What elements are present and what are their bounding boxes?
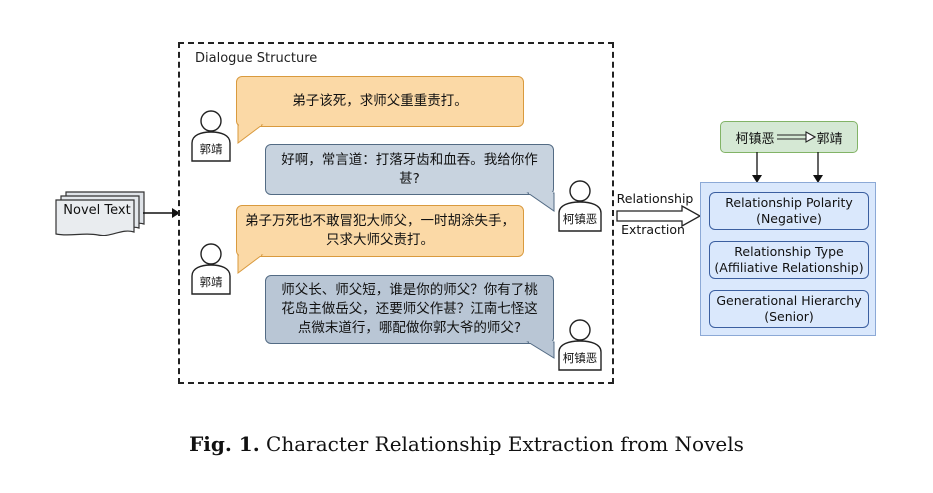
bubble-4-text: 师父长、师父短，谁是你的师父？你有了桃花岛主做岳父，还要师父作甚？江南七怪这点微… — [281, 282, 538, 336]
relationship-polarity-box: Relationship Polarity (Negative) — [709, 192, 869, 230]
dialogue-structure-title: Dialogue Structure — [195, 51, 318, 66]
dialogue-bubble-2: 好啊，常言道：打落牙齿和血吞。我给你作甚? — [265, 144, 554, 195]
figure-caption: Fig. 1. Character Relationship Extractio… — [0, 432, 933, 456]
relationship-extraction-label-1: Relationship — [616, 191, 694, 206]
speaker-ke-1: 柯镇恶 — [556, 179, 604, 233]
pair-source: 柯镇恶 — [735, 131, 775, 147]
relationship-extraction-arrow-icon — [616, 205, 702, 227]
dialogue-bubble-3: 弟子万死也不敢冒犯大师父，一时胡涂失手，只求大师父责打。 — [236, 205, 524, 257]
pair-down-arrows-icon — [752, 152, 823, 183]
character-pair-box: 柯镇恶 郭靖 — [720, 121, 858, 153]
relationship-type-title: Relationship Type — [734, 244, 844, 259]
bubble-3-text: 弟子万死也不敢冒犯大师父，一时胡涂失手，只求大师父责打。 — [245, 213, 515, 248]
generational-hierarchy-box: Generational Hierarchy (Senior) — [709, 290, 869, 328]
speaker-guo-2-label: 郭靖 — [199, 275, 223, 289]
bubble-2-tail — [526, 192, 555, 212]
dialogue-bubble-4: 师父长、师父短，谁是你的师父？你有了桃花岛主做岳父，还要师父作甚？江南七怪这点微… — [265, 275, 554, 344]
speaker-ke-2-label: 柯镇恶 — [562, 351, 598, 365]
bubble-1-tail — [237, 124, 264, 144]
speaker-guo-1: 郭靖 — [189, 109, 233, 163]
relationship-polarity-title: Relationship Polarity — [725, 195, 853, 210]
speaker-ke-1-label: 柯镇恶 — [562, 212, 598, 226]
relationship-extraction-label-2: Extraction — [621, 222, 685, 237]
figure-caption-prefix: Fig. 1. — [189, 432, 260, 456]
dialogue-structure-frame — [178, 42, 614, 384]
generational-hierarchy-value: (Senior) — [764, 309, 814, 324]
pair-arrow-icon — [776, 131, 816, 143]
bubble-3-tail — [237, 254, 264, 274]
novel-text-icon — [54, 190, 146, 237]
speaker-guo-2: 郭靖 — [189, 242, 233, 296]
generational-hierarchy-title: Generational Hierarchy — [716, 293, 862, 308]
figure-caption-text: Character Relationship Extraction from N… — [266, 432, 744, 456]
relationship-type-value: (Affiliative Relationship) — [714, 260, 864, 275]
speaker-ke-2: 柯镇恶 — [556, 318, 604, 372]
relationship-type-box: Relationship Type (Affiliative Relations… — [709, 241, 869, 279]
dialogue-bubble-1: 弟子该死，求师父重重责打。 — [236, 76, 524, 127]
bubble-2-text: 好啊，常言道：打落牙齿和血吞。我给你作甚? — [281, 151, 538, 187]
relationship-polarity-value: (Negative) — [756, 211, 822, 226]
input-arrow-icon — [143, 208, 180, 218]
bubble-1-text: 弟子该死，求师父重重责打。 — [292, 93, 468, 109]
pair-target: 郭靖 — [816, 131, 843, 147]
bubble-4-tail — [526, 341, 555, 359]
speaker-guo-1-label: 郭靖 — [199, 142, 223, 156]
novel-text-label: Novel Text — [63, 203, 131, 218]
